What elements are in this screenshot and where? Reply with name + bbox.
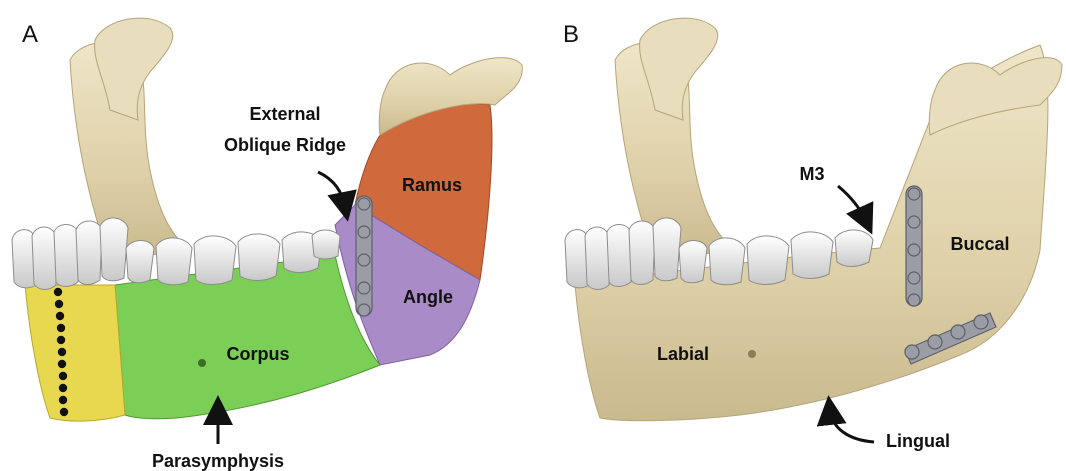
panel-b-letter: B [563,21,579,48]
ramus-label: Ramus [402,175,462,195]
parasymphysis-label: Parasymphysis [152,451,284,471]
m3-arrow [838,186,866,221]
labial-label: Labial [657,344,709,364]
panel-b-vertical-plate [906,186,922,306]
panel-a: A [12,18,522,471]
panel-b-mental-foramen [748,350,756,358]
panel-a-mental-foramen [198,359,206,367]
m3-label: M3 [799,164,824,184]
corpus-label: Corpus [227,344,290,364]
panel-b: B [563,18,1062,451]
buccal-label: Buccal [950,234,1009,254]
panel-a-letter: A [22,21,38,48]
panel-a-symphysis-region [25,285,125,421]
lingual-arrow [830,410,874,442]
external-oblique-ridge-label-line1: External [249,104,320,124]
angle-label: Angle [403,287,453,307]
external-oblique-ridge-label-line2: Oblique Ridge [224,135,346,155]
external-oblique-ridge-arrow [318,172,345,207]
lingual-label: Lingual [886,431,950,451]
panel-a-fixation-plate [356,196,372,316]
